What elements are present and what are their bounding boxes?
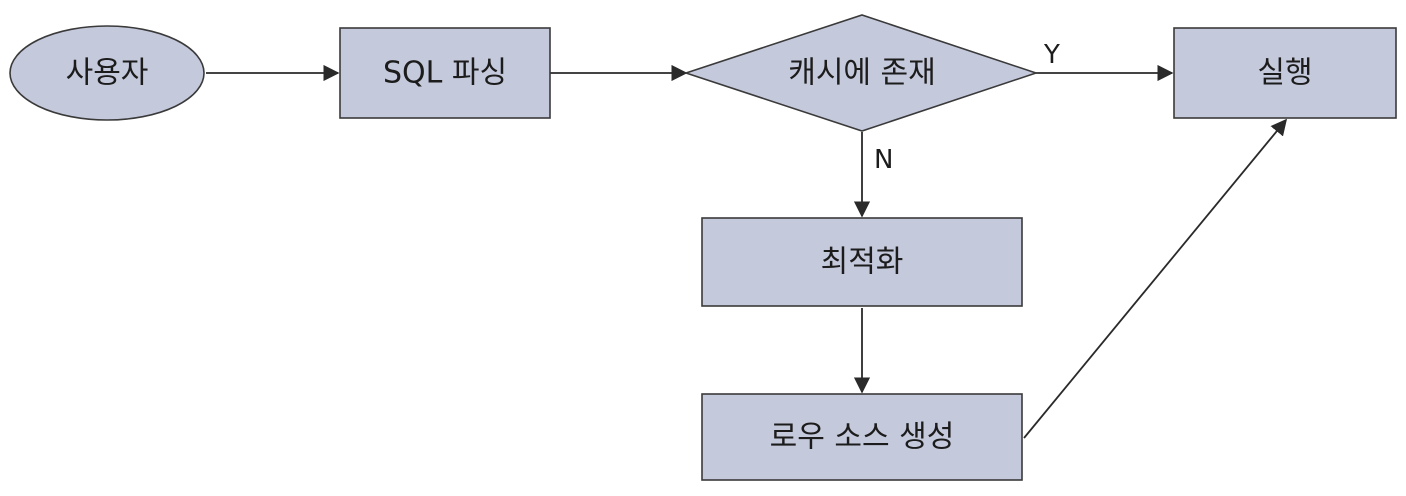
node-execute: 실행 — [1173, 27, 1397, 119]
node-row-source-label: 로우 소스 생성 — [770, 420, 955, 455]
node-optimize: 최적화 — [701, 217, 1023, 307]
node-sql-parse-label: SQL 파싱 — [383, 56, 507, 91]
edge-label-yes: Y — [1043, 40, 1060, 70]
node-optimize-label: 최적화 — [821, 245, 904, 280]
edge-label-no: N — [874, 145, 893, 175]
node-execute-label: 실행 — [1257, 56, 1312, 91]
node-cache-check: 캐시에 존재 — [683, 14, 1039, 132]
edge-rowsource-to-execute — [1023, 118, 1288, 439]
node-user-label: 사용자 — [66, 56, 149, 91]
node-cache-check-label: 캐시에 존재 — [788, 56, 936, 91]
node-row-source: 로우 소스 생성 — [701, 393, 1023, 481]
node-sql-parse: SQL 파싱 — [339, 27, 551, 119]
node-user: 사용자 — [9, 25, 205, 121]
